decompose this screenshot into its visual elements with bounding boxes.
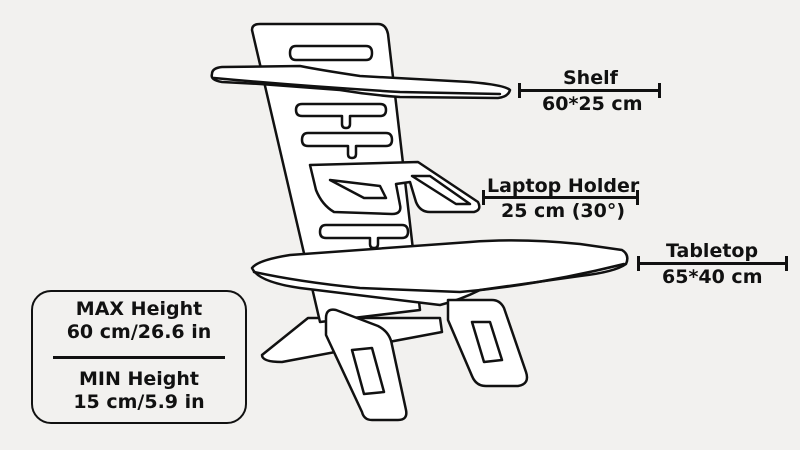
tabletop-dimension: 65*40 cm xyxy=(662,266,763,288)
leg-cutout xyxy=(470,320,504,364)
leg-cutout xyxy=(350,346,386,396)
laptop-holder-label: Laptop Holder xyxy=(487,175,639,197)
shelf-edge xyxy=(212,76,502,96)
min-height-title: MIN Height xyxy=(78,368,199,390)
shelf-title: Shelf xyxy=(563,67,618,89)
shelf-dimension-bar xyxy=(518,83,661,98)
tabletop-title: Tabletop xyxy=(666,240,759,262)
height-range-box: MAX Height 60 cm/26.6 in MIN Height 15 c… xyxy=(31,290,247,424)
tabletop-dimension-bar xyxy=(637,256,788,271)
back-slot xyxy=(294,102,388,130)
min-height-group: MIN Height 15 cm/5.9 in xyxy=(33,368,245,414)
laptop-holder-dim: 25 cm (30°) xyxy=(501,200,626,222)
laptop-holder-title: Laptop Holder xyxy=(487,175,640,197)
max-height-value: 60 cm/26.6 in xyxy=(66,321,212,343)
shelf-dim: 60*25 cm xyxy=(542,93,643,115)
tabletop-board xyxy=(250,239,629,307)
shelf-dimension: 60*25 cm xyxy=(542,93,643,115)
laptop-dimension-bar xyxy=(482,190,639,205)
shelf-label: Shelf xyxy=(563,67,618,89)
max-height-group: MAX Height 60 cm/26.6 in xyxy=(33,298,245,344)
laptop-holder-dimension: 25 cm (30°) xyxy=(501,200,625,222)
back-slot xyxy=(300,131,394,160)
laptop-holder-cutout xyxy=(410,174,472,206)
tabletop-edge xyxy=(252,262,626,294)
min-height-value: 15 cm/5.9 in xyxy=(73,391,205,413)
back-slot xyxy=(318,223,410,250)
laptop-holder-cutout xyxy=(328,178,388,200)
height-divider xyxy=(53,356,225,359)
shelf-board xyxy=(210,64,512,100)
tabletop-label: Tabletop xyxy=(666,240,758,262)
laptop-holder xyxy=(308,160,481,216)
tabletop-dim: 65*40 cm xyxy=(662,266,763,288)
shelf-slot xyxy=(288,44,374,62)
max-height-title: MAX Height xyxy=(75,298,203,320)
